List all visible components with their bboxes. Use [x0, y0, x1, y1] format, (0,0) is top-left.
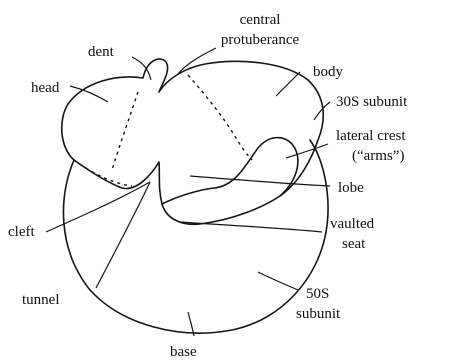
leader-50s-subunit [258, 272, 298, 290]
hidden-protuberance-boundary [188, 75, 252, 160]
label-body: body [313, 64, 344, 80]
label-head: head [31, 80, 60, 96]
leader-tunnel [96, 182, 150, 288]
subunit-50s-outline [63, 140, 328, 333]
hidden-head-boundary [112, 92, 138, 170]
leader-cleft [46, 182, 150, 232]
leader-vaulted-seat [180, 222, 322, 232]
label-dent: dent [88, 44, 115, 60]
subunit-30s-outline [62, 59, 324, 224]
leader-central-protuberance [178, 48, 216, 74]
leader-lateral-crest [286, 144, 328, 158]
label-50s: 50S [306, 286, 329, 302]
leader-body [276, 72, 300, 96]
label-central-line1: central [240, 12, 281, 28]
label-lobe: lobe [338, 180, 364, 196]
label-tunnel: tunnel [22, 292, 60, 308]
leader-head [70, 86, 108, 102]
label-central-line2: protuberance [221, 32, 300, 48]
label-vaulted: vaulted [330, 216, 375, 232]
label-50s-subunit: subunit [296, 306, 341, 322]
label-seat: seat [342, 236, 366, 252]
label-cleft: cleft [8, 224, 35, 240]
label-lateral-crest-line2: (“arms”) [352, 148, 404, 164]
hidden-50s-top [74, 160, 132, 186]
label-lateral-crest-line1: lateral crest [336, 128, 406, 144]
arm-contour [162, 138, 298, 204]
leader-lobe [190, 176, 330, 186]
label-30s-subunit: 30S subunit [336, 94, 408, 110]
label-base: base [170, 344, 197, 360]
